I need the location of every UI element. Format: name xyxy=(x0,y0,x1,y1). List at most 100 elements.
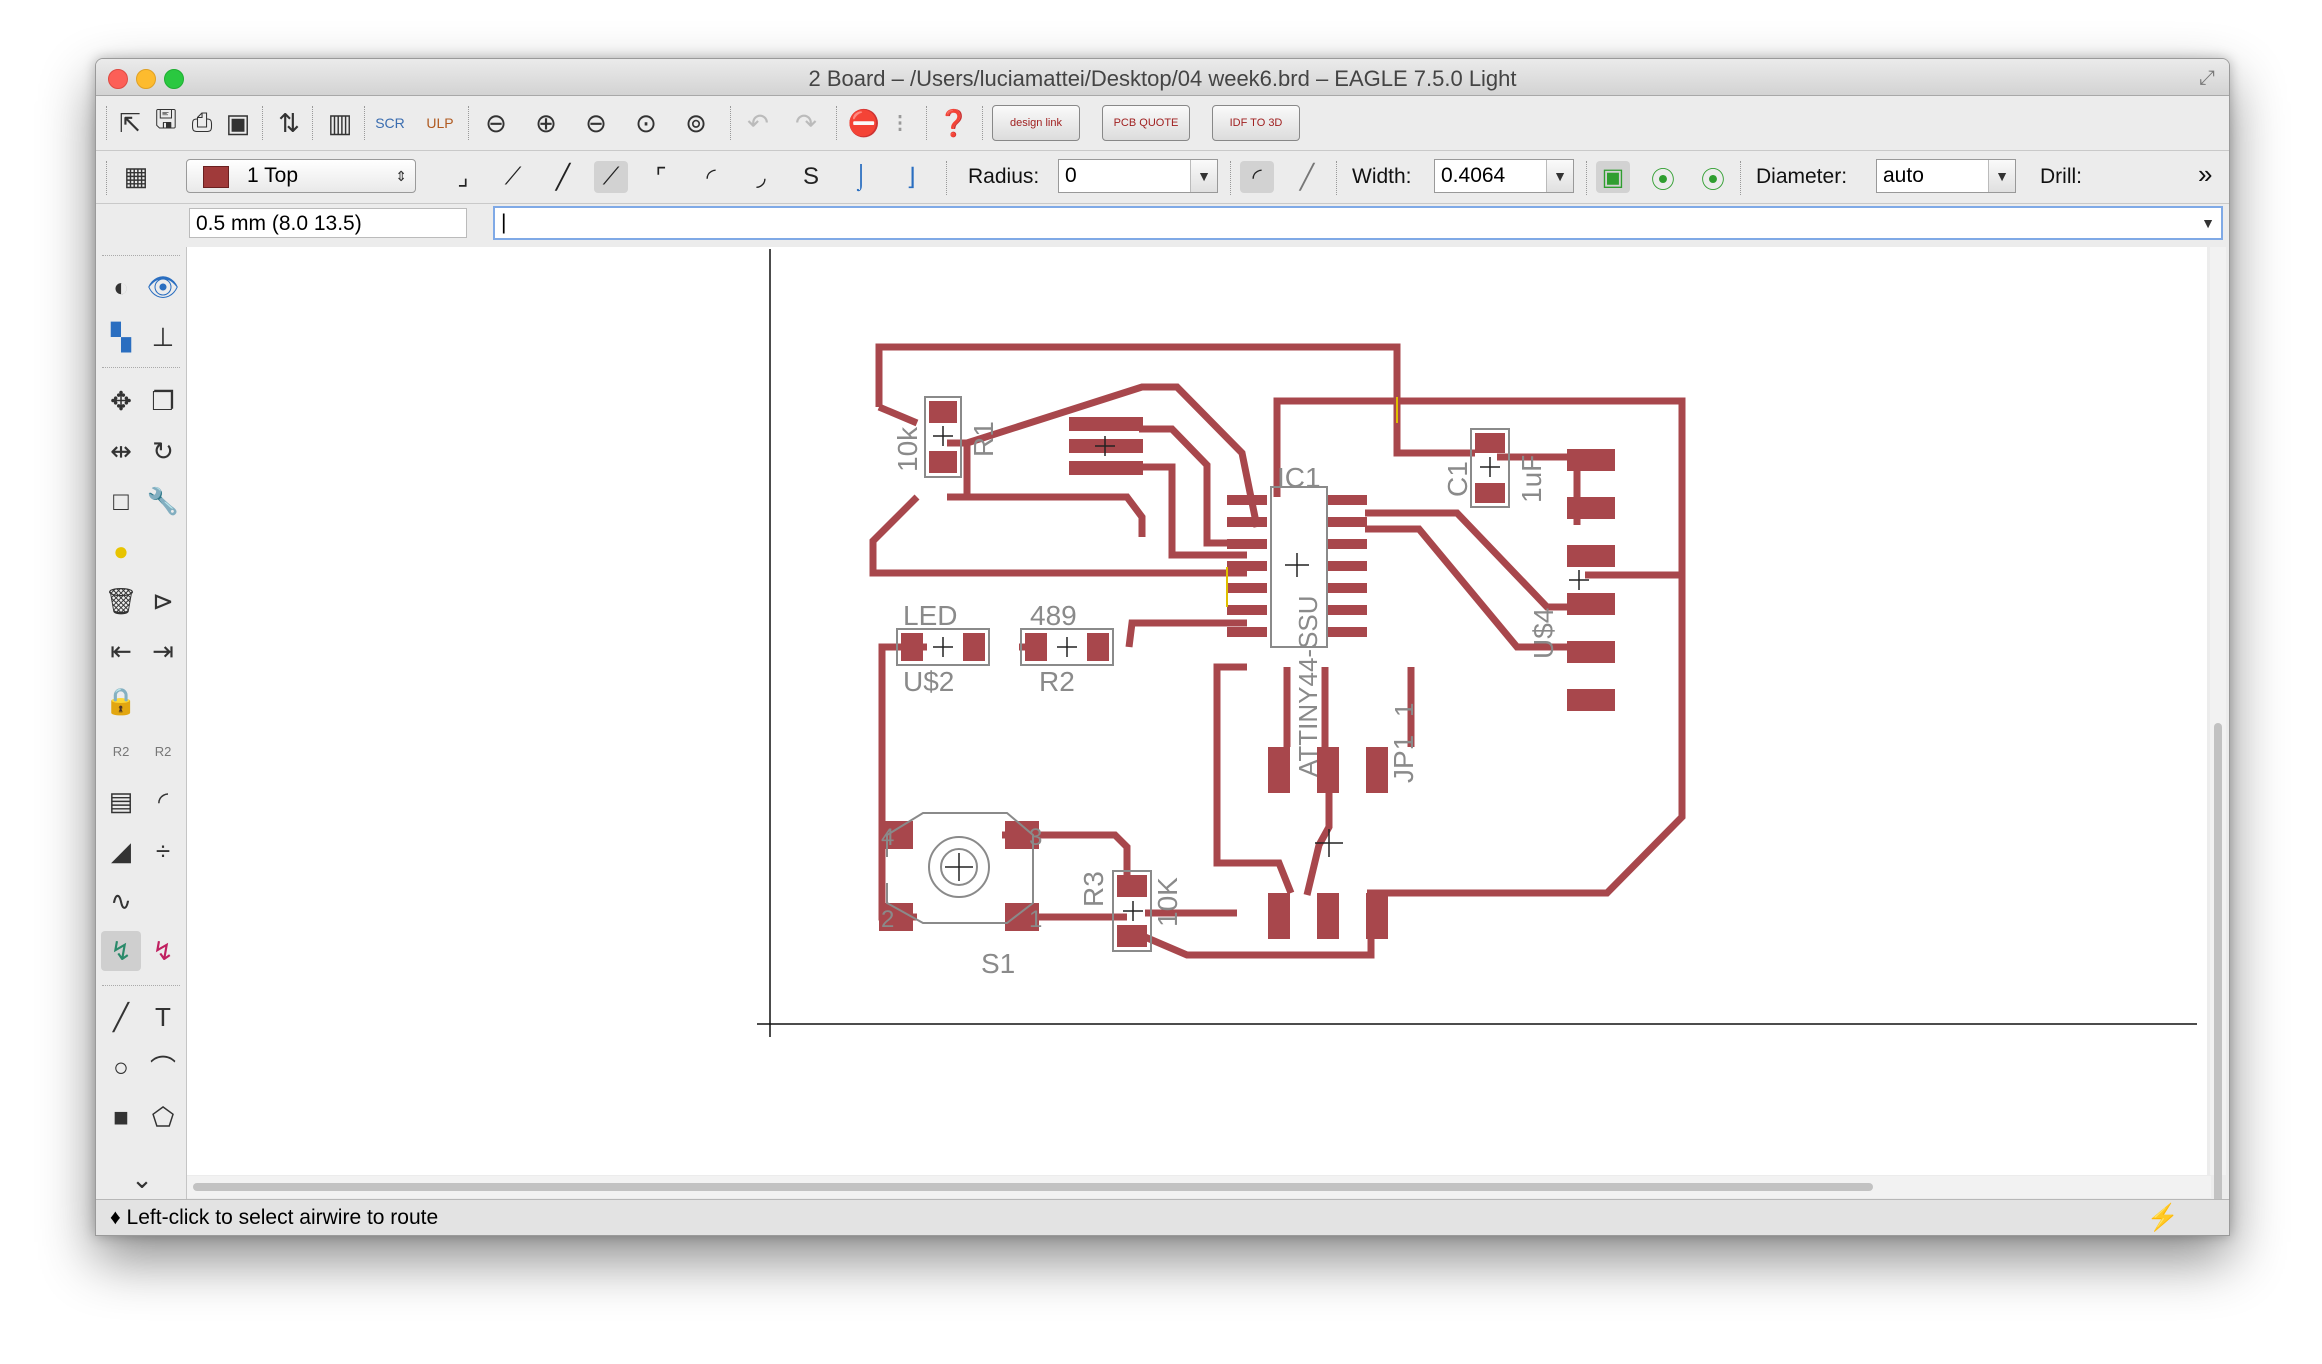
zoom-in-icon[interactable]: ⊕ xyxy=(535,107,557,138)
vertical-scroll-thumb[interactable] xyxy=(2214,723,2222,1213)
status-bar: ♦ Left-click to select airwire to route … xyxy=(96,1199,2229,1235)
wire-bend-45-start-icon[interactable]: ⟋ xyxy=(594,161,628,193)
chevron-down-icon[interactable]: ▼ xyxy=(2201,215,2215,231)
info-icon[interactable]: ◐ xyxy=(113,271,129,302)
zoom-window-button[interactable] xyxy=(164,69,184,89)
horizontal-scrollbar[interactable] xyxy=(187,1176,2211,1198)
library-icon[interactable]: ▥ xyxy=(327,107,353,138)
chevron-down-icon[interactable]: ▼ xyxy=(1988,160,2015,192)
pad xyxy=(1268,893,1290,939)
toolbar-separator xyxy=(262,106,265,140)
help-icon[interactable]: ❓ xyxy=(937,107,971,138)
expand-palette-icon[interactable]: ⌄ xyxy=(131,1163,153,1194)
save-icon[interactable]: 🖫 xyxy=(154,104,178,134)
layer-select[interactable]: 1 Top ⇕ xyxy=(186,159,416,193)
ulp-icon[interactable]: ULP xyxy=(426,115,454,131)
fullscreen-icon[interactable]: ⤢ xyxy=(2199,67,2215,89)
lock-icon[interactable]: ⇥ xyxy=(152,635,174,666)
board-canvas[interactable]: 10k R1 IC1 ATTINY44-SSU C1 1uF U$4 LED U… xyxy=(187,247,2207,1175)
undo-icon[interactable]: ↶ xyxy=(747,107,769,138)
idf-to-3d-button[interactable]: IDF TO 3D xyxy=(1212,105,1300,141)
via-octagon-icon[interactable]: ⦿ xyxy=(1701,166,1725,194)
switch-button-outline xyxy=(928,836,990,898)
command-line-input[interactable]: | ▼ xyxy=(493,206,2223,240)
pad xyxy=(1227,517,1267,527)
open-icon[interactable]: ⇱ xyxy=(119,107,141,138)
zoom-fit-icon[interactable]: ⊖ xyxy=(485,107,507,138)
pcb-quote-button[interactable]: PCB QUOTE xyxy=(1102,105,1190,141)
show-icon[interactable]: 👁 xyxy=(146,271,180,302)
paste-icon[interactable]: ● xyxy=(113,535,129,566)
wire-bend-follow-me-2-icon[interactable]: ⌋ xyxy=(906,163,916,191)
pad xyxy=(1567,689,1615,711)
group-icon[interactable]: □ xyxy=(113,485,129,516)
minimize-window-button[interactable] xyxy=(136,69,156,89)
vertical-scrollbar[interactable] xyxy=(2210,247,2226,1213)
meander-icon[interactable]: ∿ xyxy=(110,885,132,916)
polygon-icon[interactable]: ⬠ xyxy=(151,1101,175,1132)
close-window-button[interactable] xyxy=(108,69,128,89)
stop-icon[interactable]: ⛔ xyxy=(847,107,881,138)
wire-bend-arc-icon[interactable]: ◜ xyxy=(706,163,716,191)
wire-bend-90-icon[interactable]: ⌟ xyxy=(457,163,469,191)
go-icon[interactable]: ⁝ xyxy=(895,107,905,138)
wire-bend-arc-end-icon[interactable]: ◞ xyxy=(756,163,766,191)
layer-select-value: 1 Top xyxy=(247,164,298,187)
wire-bend-corner-icon[interactable]: ⌜ xyxy=(655,163,667,191)
rectangle-icon[interactable]: ■ xyxy=(113,1101,129,1132)
route-icon[interactable]: ↯ xyxy=(101,931,141,971)
print-icon[interactable]: ⎙ xyxy=(191,107,213,137)
wire-bend-45-icon[interactable]: ⟋ xyxy=(504,163,522,190)
miter-round-icon[interactable]: ◜ xyxy=(1240,161,1274,193)
pad xyxy=(1366,893,1388,939)
ripup-icon[interactable]: ↯ xyxy=(152,935,174,966)
script-icon[interactable]: SCR xyxy=(375,115,405,131)
split-icon[interactable]: ◢ xyxy=(111,835,131,866)
chevron-down-icon[interactable]: ▼ xyxy=(1546,160,1573,192)
move-icon[interactable]: ✥ xyxy=(110,385,132,416)
grid-icon[interactable]: ▦ xyxy=(123,160,149,191)
width-combo[interactable]: 0.4064 ▼ xyxy=(1434,159,1574,193)
optimize-icon[interactable]: ÷ xyxy=(155,835,171,866)
miter-straight-icon[interactable]: ╱ xyxy=(1299,163,1315,191)
switch-to-schematic-icon[interactable]: ⇅ xyxy=(278,107,300,138)
wire-icon[interactable]: ╱ xyxy=(113,1001,129,1032)
cam-processor-icon[interactable]: ▣ xyxy=(225,107,251,138)
wire-bend-follow-me-icon[interactable]: ⌡ xyxy=(853,163,869,190)
lightning-icon[interactable]: ⚡ xyxy=(2146,1202,2179,1232)
name-icon[interactable]: R2 xyxy=(112,743,130,759)
package-outlines xyxy=(886,396,1510,952)
status-message: ♦ Left-click to select airwire to route xyxy=(110,1206,439,1229)
lock-part-icon[interactable]: 🔒 xyxy=(104,685,138,716)
via-square-icon[interactable]: ▣ xyxy=(1596,161,1630,193)
text-icon[interactable]: T xyxy=(155,1001,171,1032)
add-icon[interactable]: ⊳ xyxy=(152,585,174,616)
board-drawing[interactable]: 10k R1 IC1 ATTINY44-SSU C1 1uF U$4 LED U… xyxy=(187,247,2207,1175)
replace-icon[interactable]: ⇤ xyxy=(110,635,132,666)
rotate-icon[interactable]: ↻ xyxy=(152,435,174,466)
smash-icon[interactable]: ▤ xyxy=(108,785,134,816)
zoom-redraw-icon[interactable]: ⊙ xyxy=(635,107,657,138)
mark-icon[interactable]: ⊥ xyxy=(151,321,175,352)
mirror-icon[interactable]: ⇹ xyxy=(110,435,132,466)
wire-bend-straight-icon[interactable]: ╱ xyxy=(555,163,571,191)
delete-icon[interactable]: 🗑 xyxy=(104,585,138,616)
circle-icon[interactable]: ○ xyxy=(113,1051,129,1082)
via-round-icon[interactable]: ⦿ xyxy=(1651,166,1675,194)
change-icon[interactable]: 🔧 xyxy=(146,485,180,516)
zoom-out-icon[interactable]: ⊖ xyxy=(585,107,607,138)
zoom-select-icon[interactable]: ⊚ xyxy=(685,107,707,138)
redo-icon[interactable]: ↷ xyxy=(795,107,817,138)
horizontal-scroll-thumb[interactable] xyxy=(193,1183,1873,1191)
copy-icon[interactable]: ❐ xyxy=(151,385,175,416)
miter-icon[interactable]: ◜ xyxy=(157,785,169,816)
radius-combo[interactable]: 0 ▼ xyxy=(1058,159,1218,193)
display-icon[interactable]: ▚ xyxy=(111,321,131,352)
arc-icon[interactable]: ⌒ xyxy=(149,1053,176,1084)
value-icon[interactable]: R2 xyxy=(154,743,172,759)
chevron-down-icon[interactable]: ▼ xyxy=(1190,160,1217,192)
wire-bend-s-icon[interactable]: S xyxy=(802,163,819,190)
diameter-combo[interactable]: auto ▼ xyxy=(1876,159,2016,193)
more-options-icon[interactable]: » xyxy=(2198,159,2213,189)
design-link-button[interactable]: design link xyxy=(992,105,1080,141)
